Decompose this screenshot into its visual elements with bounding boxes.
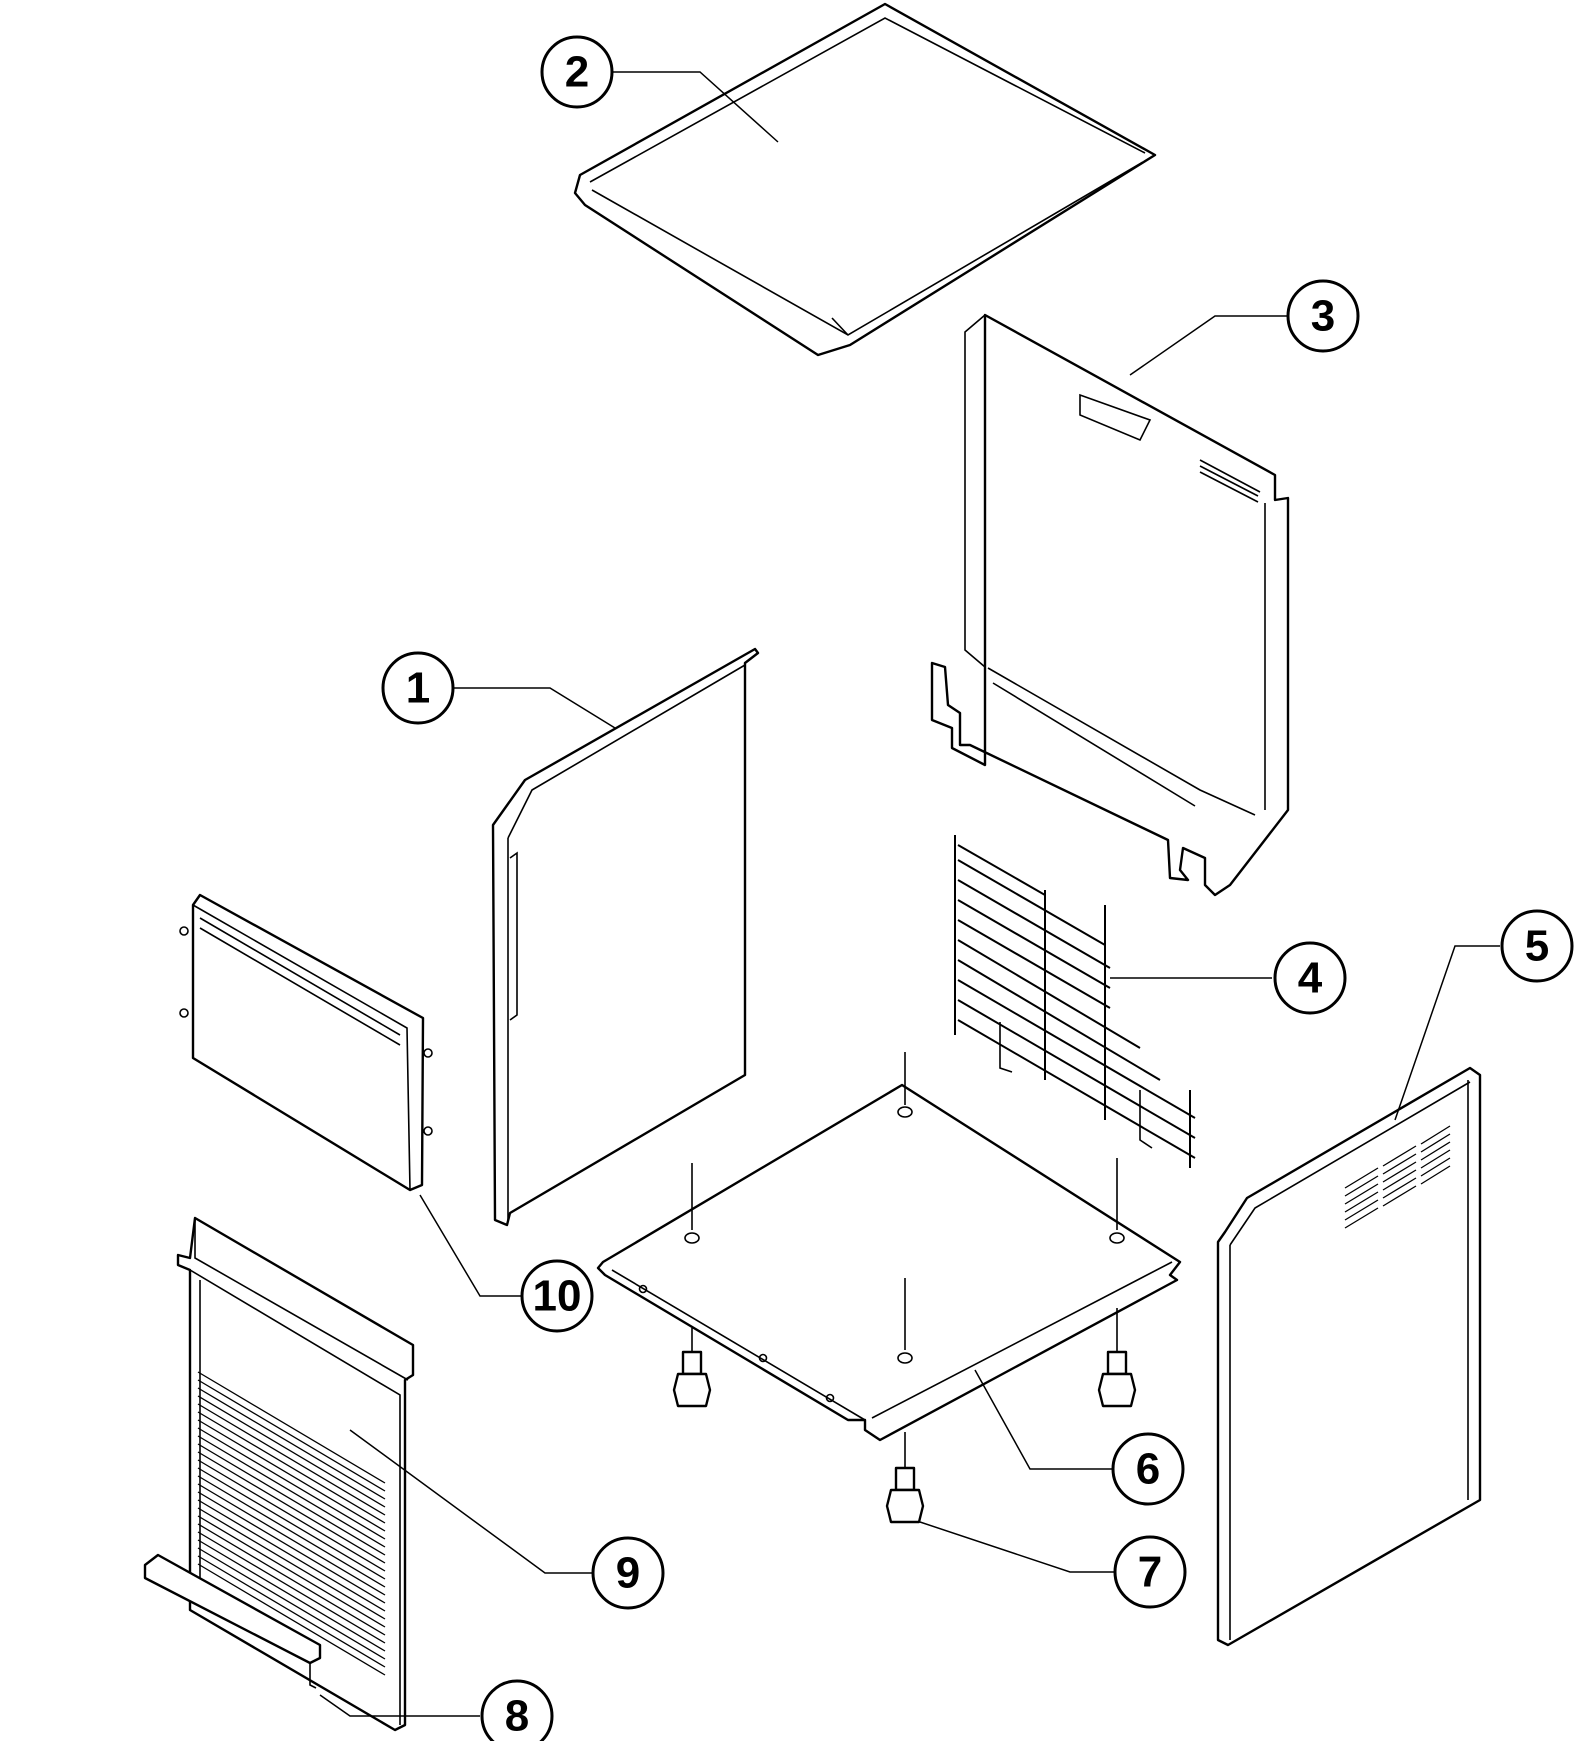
leader-10: [419, 1194, 522, 1297]
foot-left: [672, 1328, 712, 1408]
leader-6: [974, 1369, 1112, 1470]
callout-4-label: 4: [1298, 954, 1323, 1003]
part-8-kick-plate: [143, 1553, 322, 1689]
foot-front: [885, 1432, 925, 1524]
callout-8: 8: [480, 1679, 554, 1741]
callout-6: 6: [1111, 1432, 1185, 1506]
leader-5: [1394, 945, 1500, 1121]
callout-8-label: 8: [505, 1692, 529, 1741]
leader-3: [1129, 315, 1290, 376]
part-5-right-side-panel: [1216, 1066, 1482, 1647]
callout-5-label: 5: [1525, 922, 1549, 971]
callout-4: 4: [1273, 941, 1347, 1015]
leader-lines: [319, 71, 1500, 1717]
callout-2: 2: [540, 35, 614, 109]
callout-5: 5: [1500, 909, 1574, 983]
part-10-control-box: [179, 893, 433, 1192]
part-1-side-panel: [491, 647, 760, 1227]
callout-3-label: 3: [1311, 292, 1335, 341]
part-9-front-grille-panel: [176, 1216, 415, 1732]
part-2-top-panel: [573, 2, 1157, 357]
callout-10-label: 10: [533, 1272, 582, 1321]
part-3-back-panel: [930, 313, 1290, 897]
leader-9: [349, 1429, 597, 1574]
callout-1: 1: [381, 651, 455, 725]
part-6-base-plate: [596, 1052, 1182, 1442]
callout-9: 9: [591, 1536, 665, 1610]
leader-1: [450, 687, 616, 729]
foot-right: [1097, 1308, 1137, 1408]
callout-2-label: 2: [565, 48, 589, 97]
callout-6-label: 6: [1136, 1445, 1160, 1494]
callout-7-label: 7: [1138, 1548, 1162, 1597]
leader-8: [319, 1694, 480, 1717]
callout-9-label: 9: [616, 1549, 640, 1598]
callout-3: 3: [1286, 279, 1360, 353]
callout-1-label: 1: [406, 664, 430, 713]
leader-7: [919, 1521, 1115, 1573]
part-4-wire-rack: [954, 835, 1196, 1168]
part-7-feet: [672, 1308, 1137, 1524]
leader-2: [610, 71, 779, 143]
callout-10: 10: [520, 1259, 594, 1333]
callout-7: 7: [1113, 1535, 1187, 1609]
